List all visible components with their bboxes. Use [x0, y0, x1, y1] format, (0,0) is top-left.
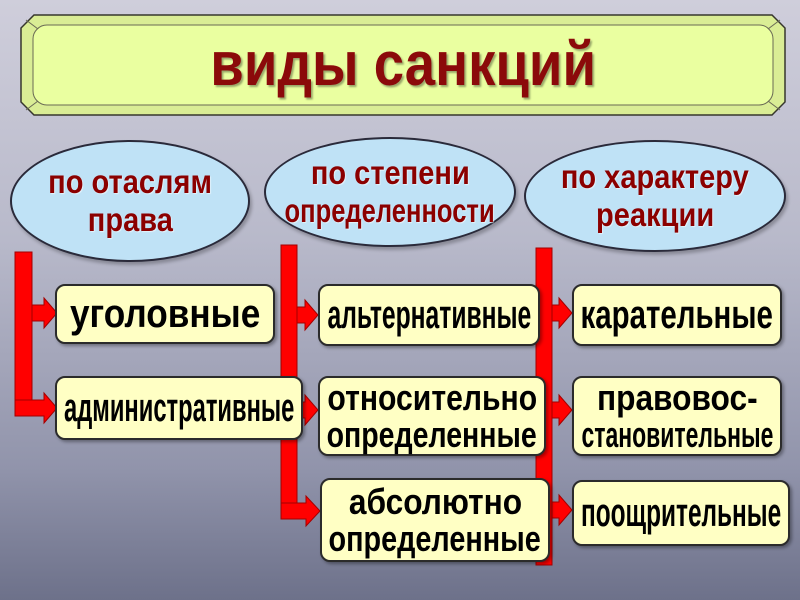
box-label-line: относительно [327, 377, 537, 418]
arrow-to-punitive [551, 296, 573, 330]
arrow-to-incentive [551, 493, 573, 527]
arrow-to-administrative [14, 391, 58, 425]
category-label-line: определенности [284, 192, 496, 229]
category-ellipse-nature-of-reaction: по характеру реакции [524, 140, 786, 252]
category-label-line: по характеру [561, 158, 749, 195]
category-label: по отаслям права [24, 163, 236, 239]
arrow-to-criminal [31, 296, 58, 330]
box-label-line: поощрительные [580, 491, 782, 535]
box-restorative: правовос- становительные [572, 376, 782, 456]
box-label-line: абсолютно [348, 481, 522, 522]
box-label: карательные [574, 293, 780, 337]
title-frame-bevel [767, 19, 781, 30]
category-label: по степени определенности [278, 154, 502, 230]
category-ellipse-degree-of-certainty: по степени определенности [264, 137, 516, 247]
box-label: альтернативные [320, 293, 538, 337]
arrow-to-absolutely-determined [280, 494, 321, 528]
category-label-line: по степени [310, 154, 470, 191]
title-frame-inner [32, 24, 774, 106]
title-frame-graphic [20, 14, 786, 116]
connector-bar-branch-of-law [14, 251, 33, 417]
category-label-line: по отаслям [48, 163, 212, 200]
box-absolutely-determined: абсолютно определенные [320, 478, 550, 562]
box-label-line: административные [63, 386, 295, 430]
category-label: по характеру реакции [538, 158, 772, 234]
box-label-line: становительные [581, 414, 773, 455]
title-frame-bevel [25, 100, 39, 111]
box-administrative: административные [55, 376, 303, 440]
box-label: абсолютно определенные [322, 483, 548, 557]
box-label-line: определенные [326, 414, 538, 455]
box-label-line: карательные [580, 293, 774, 337]
title-banner: виды санкций [20, 14, 786, 116]
arrow-to-restorative [551, 393, 573, 427]
title-frame-bevel [25, 19, 39, 30]
box-punitive: карательные [572, 284, 782, 346]
box-label-line: альтернативные [327, 293, 531, 337]
category-label-line: реакции [595, 196, 715, 233]
arrow-to-alternative [296, 298, 319, 332]
box-criminal: уголовные [55, 284, 275, 344]
box-incentive: поощрительные [572, 480, 790, 546]
category-ellipse-branch-of-law: по отаслям права [10, 140, 250, 262]
title-frame-bevel [767, 100, 781, 111]
box-alternative: альтернативные [318, 284, 540, 346]
box-label-line: правовос- [596, 377, 758, 418]
box-label: правовос- становительные [574, 379, 780, 453]
box-label: поощрительные [574, 491, 788, 535]
box-label: уголовные [57, 292, 273, 336]
box-label-line: уголовные [69, 292, 261, 336]
slide-title: виды санкций [210, 30, 596, 99]
category-label-line: права [87, 201, 173, 238]
box-label: административные [57, 386, 301, 430]
box-relatively-determined: относительно определенные [318, 376, 546, 456]
box-label-line: определенные [328, 518, 542, 559]
title-text-wrap: виды санкций [33, 25, 773, 105]
box-label: относительно определенные [320, 379, 544, 453]
